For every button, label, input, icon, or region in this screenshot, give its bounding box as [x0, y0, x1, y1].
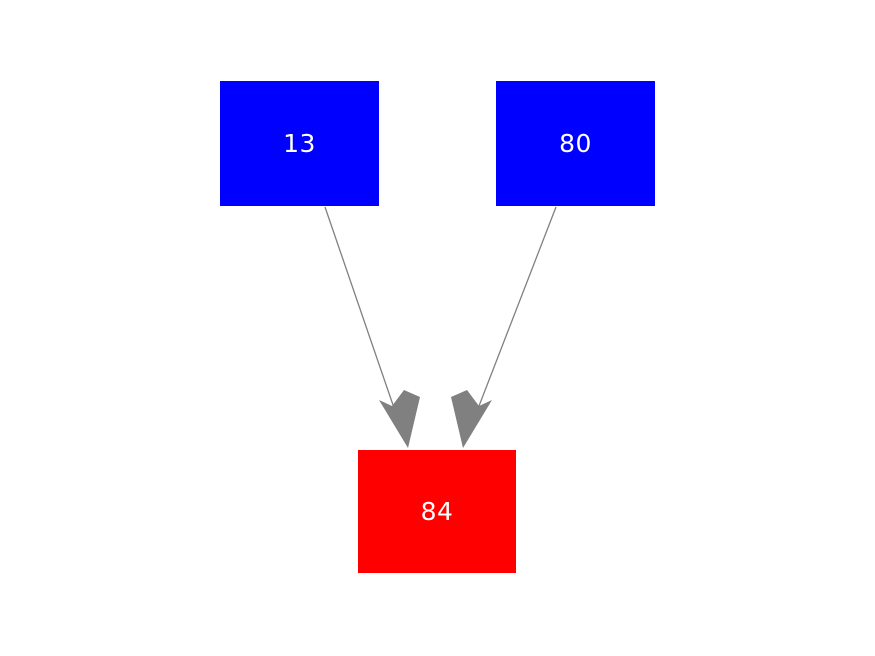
arrowhead-icon: [451, 390, 492, 448]
graph-node-label: 80: [559, 129, 592, 158]
arrowhead-icon: [379, 390, 420, 448]
edge-80-to-84[interactable]: [451, 206, 557, 448]
graph-node-13[interactable]: 13: [220, 81, 379, 206]
graph-node-80[interactable]: 80: [496, 81, 655, 206]
graph-node-label: 13: [283, 129, 316, 158]
edge-13-to-84[interactable]: [324, 206, 420, 448]
edge-line: [324, 206, 405, 438]
edge-line: [466, 206, 557, 438]
graph-node-label: 84: [420, 497, 454, 526]
graph-node-84[interactable]: 84: [358, 450, 516, 573]
